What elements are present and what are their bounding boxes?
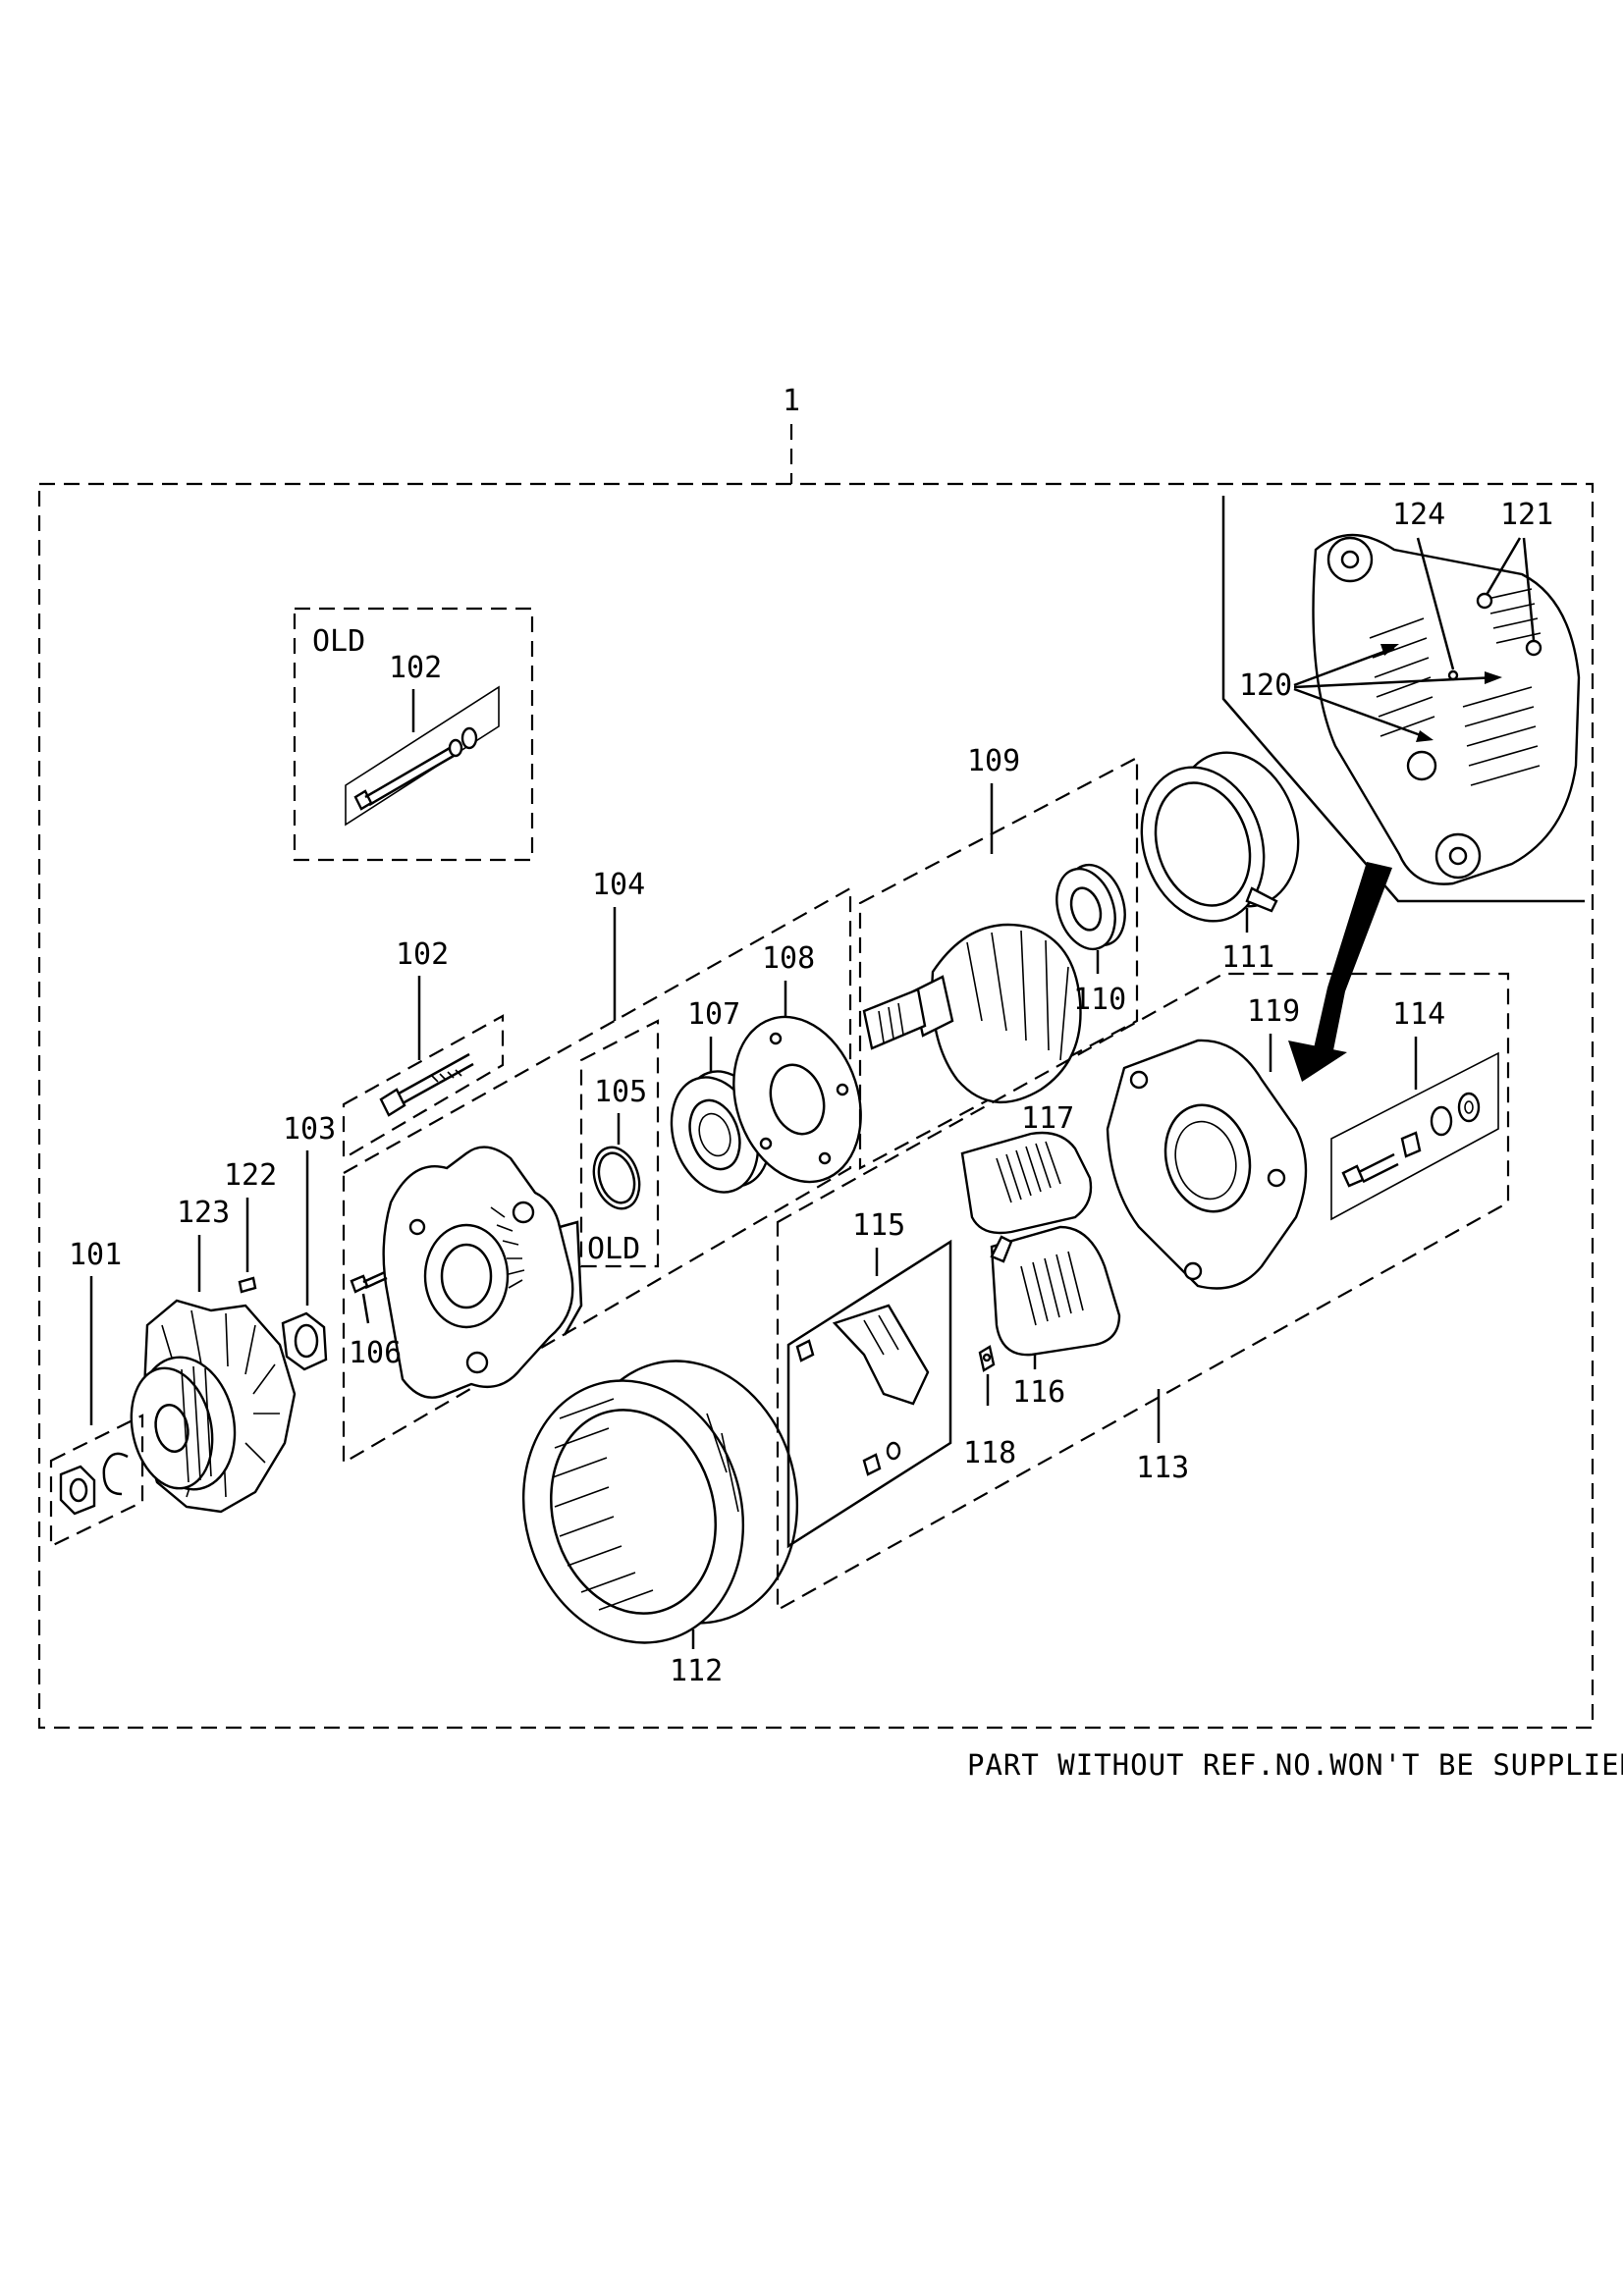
callout-111[interactable]: 111 (1221, 940, 1274, 975)
callout-105[interactable]: 105 (594, 1075, 647, 1109)
footer-note: PART WITHOUT REF.NO.WON'T BE SUPPLIED. (967, 1748, 1623, 1782)
callout-115[interactable]: 115 (852, 1208, 905, 1243)
seal-105-inner (597, 1151, 636, 1204)
bolt-114-icon (1341, 1092, 1481, 1188)
rear-group-box (776, 972, 1510, 1612)
callout-118[interactable]: 118 (963, 1436, 1016, 1470)
callout-119[interactable]: 119 (1247, 994, 1300, 1029)
callout-110[interactable]: 110 (1073, 983, 1126, 1017)
screw-106-icon (350, 1270, 388, 1294)
callout-107[interactable]: 107 (687, 997, 740, 1032)
callout-112[interactable]: 112 (670, 1654, 723, 1688)
callout-114[interactable]: 114 (1392, 997, 1445, 1032)
inset-pointer-arrow (1288, 862, 1392, 1082)
old-label-top: OLD (312, 624, 365, 659)
callout-122[interactable]: 122 (224, 1158, 277, 1193)
seal-105-icon (592, 1146, 641, 1210)
brush-holder-115-icon (795, 1304, 930, 1476)
callout-123[interactable]: 123 (177, 1196, 230, 1230)
callout-102[interactable]: 102 (396, 937, 449, 972)
leader-106 (361, 1293, 370, 1324)
old-seal-box (579, 1019, 660, 1268)
ring-111-icon (1140, 751, 1300, 923)
callout-109[interactable]: 109 (967, 744, 1020, 778)
leader-121a (1485, 537, 1522, 596)
leader-120-arrows (1293, 644, 1502, 742)
plate-108-icon (732, 1015, 862, 1184)
callout-104[interactable]: 104 (592, 868, 645, 902)
callout-106[interactable]: 106 (349, 1336, 402, 1370)
rotor-box (858, 756, 1139, 1170)
callout-113[interactable]: 113 (1136, 1451, 1189, 1485)
nut-103-icon (281, 1311, 328, 1371)
assembly-frame (37, 482, 1595, 1730)
bolt-102-icon (379, 1052, 474, 1117)
callout-116[interactable]: 116 (1012, 1375, 1065, 1410)
stator-112-icon (521, 1360, 799, 1644)
old-bolt-icon (353, 726, 478, 811)
regulator-117-icon (960, 1131, 1093, 1235)
rotor-109-icon (862, 923, 1082, 1104)
callout-121[interactable]: 121 (1500, 498, 1553, 532)
callout-101[interactable]: 101 (69, 1238, 122, 1272)
bolt-102-box (342, 1014, 505, 1160)
nut-washer-101-icon (59, 1452, 129, 1516)
callout-103[interactable]: 103 (283, 1112, 336, 1147)
old-label-small: OLD (587, 1232, 640, 1266)
callout-1[interactable]: 1 (783, 384, 800, 418)
old-bolt-subbox (345, 685, 500, 827)
callout-124[interactable]: 124 (1392, 498, 1445, 532)
bearing-110-icon (1055, 863, 1126, 951)
front-housing-box (342, 886, 852, 1465)
old-bolt-box (293, 607, 534, 862)
key-122-icon (238, 1276, 257, 1294)
rectifier-116-icon (990, 1225, 1121, 1357)
brush-holder-box (786, 1239, 952, 1549)
rear-cover-detail-icon (1312, 533, 1581, 885)
terminal-118-icon (978, 1345, 996, 1372)
pulley-fan-123-icon (130, 1299, 297, 1514)
bolt-114-subbox (1330, 1051, 1499, 1221)
leader-121b (1522, 537, 1536, 641)
callout-120[interactable]: 120 (1239, 668, 1292, 703)
callout-102-old[interactable]: 102 (389, 651, 442, 685)
front-housing-icon (382, 1146, 583, 1399)
inset-panel-border (1221, 496, 1585, 903)
rear-housing-119-icon (1106, 1039, 1308, 1290)
leader-124 (1416, 537, 1455, 670)
callout-108[interactable]: 108 (762, 941, 815, 976)
callout-117[interactable]: 117 (1021, 1101, 1074, 1136)
